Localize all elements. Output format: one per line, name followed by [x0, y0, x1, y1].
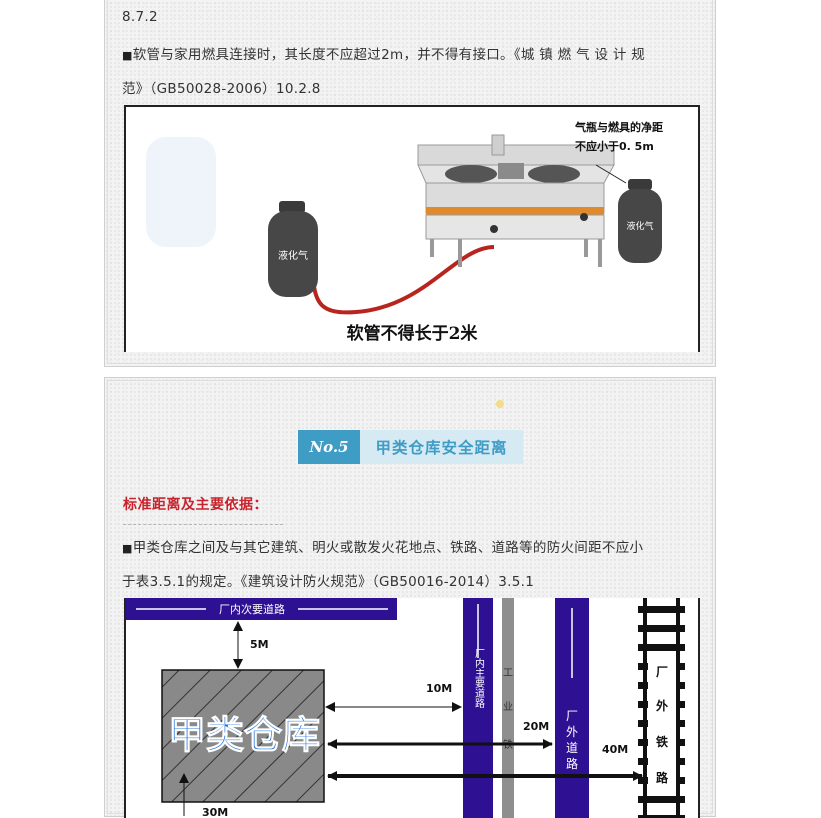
cylinder-left-label: 液化气	[278, 249, 308, 262]
distance-pointer-line	[595, 164, 627, 184]
outer-rail-label-2: 外	[656, 698, 668, 713]
cylinder-left-body	[268, 211, 318, 297]
badge-number: No.5	[298, 430, 360, 464]
figure-warehouse-distance: 厂内次要道路 5M 甲类仓库 厂内主要道路 工 业 铁 厂 外 道 路	[124, 598, 700, 818]
rail-tie	[638, 644, 685, 651]
outer-road-label-3: 道	[566, 741, 578, 755]
paragraph-hose-line2: 范》（GB50028-2006）10.2.8	[122, 81, 321, 97]
badge-title: 甲类仓库安全距离	[360, 430, 523, 464]
cylinder-right-label: 液化气	[626, 220, 653, 232]
card-inner-border	[107, 0, 713, 364]
clause-number: 8.7.2	[122, 9, 158, 25]
stove-lower-panel	[425, 214, 605, 240]
paragraph-warehouse-text: 甲类仓库之间及与其它建筑、明火或散发火花地点、铁路、道路等的防火间距不应小	[132, 540, 644, 556]
paragraph-warehouse-line1: ■甲类仓库之间及与其它建筑、明火或散发火花地点、铁路、道路等的防火间距不应小	[122, 536, 643, 556]
outer-rail-label-4: 路	[656, 770, 669, 785]
outer-road-label-1: 厂	[566, 709, 578, 723]
bullet-square-icon: ■	[122, 542, 133, 555]
outer-rail-label-bg	[648, 653, 676, 793]
section-badge: No.5 甲类仓库安全距离	[298, 430, 523, 464]
distance-note-line1: 气瓶与燃具的净距	[574, 120, 663, 134]
heading-divider	[123, 524, 283, 525]
cylinder-left-valve	[279, 201, 305, 213]
outer-road-label-2: 外	[566, 725, 578, 739]
stove-burner-right	[528, 165, 580, 183]
warehouse-diagram: 厂内次要道路 5M 甲类仓库 厂内主要道路 工 业 铁 厂 外 道 路	[126, 598, 685, 818]
content-card-warehouse: No.5 甲类仓库安全距离 标准距离及主要依据： ■甲类仓库之间及与其它建筑、明…	[104, 377, 716, 818]
decorative-dot	[496, 400, 504, 408]
dimension-5m-label: 5M	[250, 638, 269, 651]
stove-illustration: 气瓶与燃具的净距 不应小于0. 5m 液化气 液化气 软管不得长于2米	[146, 120, 663, 344]
secondary-road	[126, 598, 397, 620]
dimension-40m-label: 40M	[602, 743, 628, 756]
figure-stove-hose: 气瓶与燃具的净距 不应小于0. 5m 液化气 液化气 软管不得长于2米	[124, 105, 700, 352]
hose-shape	[296, 235, 495, 315]
bullet-square-icon: ■	[122, 49, 133, 62]
inner-rail-label-2: 业	[503, 701, 513, 713]
section-heading: 标准距离及主要依据：	[123, 497, 268, 513]
paragraph-hose-text: 软管与家用燃具连接时，其长度不应超过2m，并不得有接口。《城 镇 燃 气 设 计…	[132, 47, 646, 63]
paragraph-warehouse-line2: 于表3.5.1的规定。《建筑设计防火规范》（GB50016-2014）3.5.1	[122, 574, 535, 590]
rail-tie	[638, 625, 685, 632]
rail-tie	[638, 606, 685, 613]
stove-orange-band	[426, 207, 604, 215]
stove-knob-right	[580, 213, 588, 221]
warehouse-block	[161, 669, 325, 803]
outer-rail-label-1: 厂	[656, 665, 668, 679]
glare-shape	[146, 137, 216, 247]
dimension-20m-label: 20M	[523, 720, 549, 733]
cylinder-right-valve	[628, 179, 652, 190]
dimension-10m-label: 10M	[426, 682, 452, 695]
paragraph-hose-line1: ■软管与家用燃具连接时，其长度不应超过2m，并不得有接口。《城 镇 燃 气 设 …	[122, 43, 645, 63]
dimension-30m-label: 30M	[202, 806, 228, 818]
outer-rail-label-3: 铁	[656, 734, 668, 749]
content-card-hose: 8.7.2 ■软管与家用燃具连接时，其长度不应超过2m，并不得有接口。《城 镇 …	[104, 0, 716, 367]
outer-road-label-4: 路	[566, 756, 578, 771]
stove-knob-left	[490, 225, 498, 233]
rail-tie	[638, 796, 685, 803]
stove-burner-left	[445, 165, 497, 183]
inner-rail-label-1: 工	[503, 668, 513, 679]
inner-rail	[502, 598, 514, 818]
stove-faucet	[491, 134, 505, 156]
secondary-road-label: 厂内次要道路	[219, 602, 285, 616]
stove-pot	[498, 163, 524, 179]
distance-note-line2: 不应小于0. 5m	[575, 139, 654, 153]
warehouse-label: 甲类仓库	[168, 713, 320, 757]
main-road-label: 厂内主要道路	[473, 648, 485, 709]
figure-caption: 软管不得长于2米	[347, 323, 479, 344]
cylinder-right-body	[618, 189, 662, 263]
